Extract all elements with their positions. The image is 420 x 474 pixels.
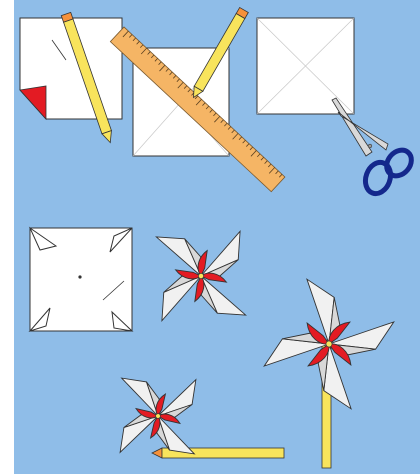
scissor-pivot bbox=[368, 144, 372, 148]
step-fold-corners bbox=[30, 228, 132, 331]
center-point bbox=[78, 275, 81, 278]
